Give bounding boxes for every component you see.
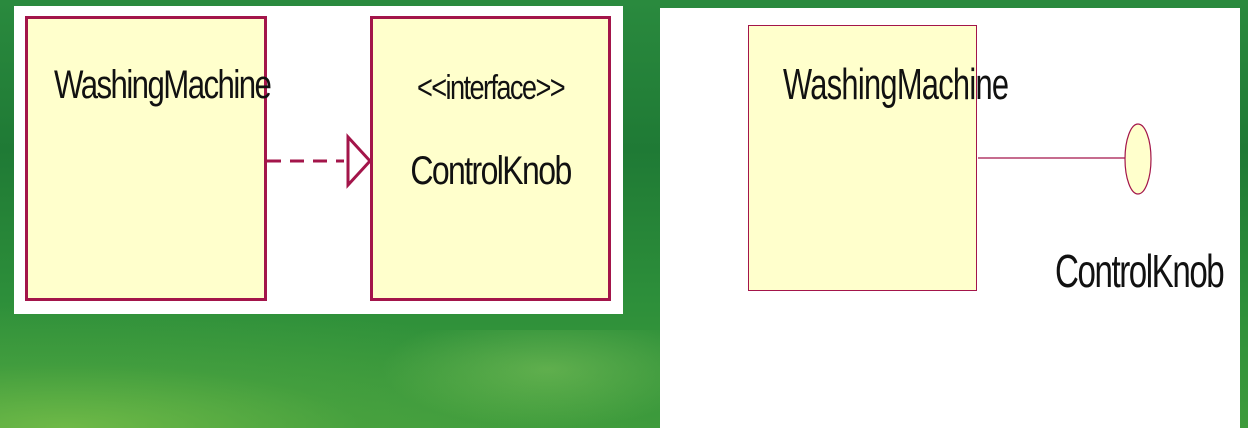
control-knob-lollipop-label: ControlKnob bbox=[1055, 245, 1225, 297]
realization-diagram-panel: WashingMachine <<interface>> ControlKnob bbox=[14, 6, 623, 314]
lollipop-diagram-panel: WashingMachine ControlKnob bbox=[660, 8, 1240, 428]
control-knob-interface-box: <<interface>> ControlKnob bbox=[370, 16, 611, 301]
control-knob-interface-name: ControlKnob bbox=[410, 149, 572, 193]
lollipop-connector bbox=[978, 123, 1152, 195]
hollow-triangle-arrowhead bbox=[346, 133, 373, 189]
realization-arrow bbox=[267, 133, 373, 189]
interface-lollipop-circle bbox=[1124, 123, 1152, 195]
washing-machine-class-box: WashingMachine bbox=[25, 16, 272, 301]
washing-machine-class-name: WashingMachine bbox=[53, 63, 272, 107]
washing-machine-class-box-right: WashingMachine bbox=[748, 25, 1009, 291]
background-glow-secondary bbox=[380, 330, 660, 428]
interface-stereotype-label: <<interface>> bbox=[416, 69, 566, 107]
background-glow bbox=[0, 300, 660, 428]
